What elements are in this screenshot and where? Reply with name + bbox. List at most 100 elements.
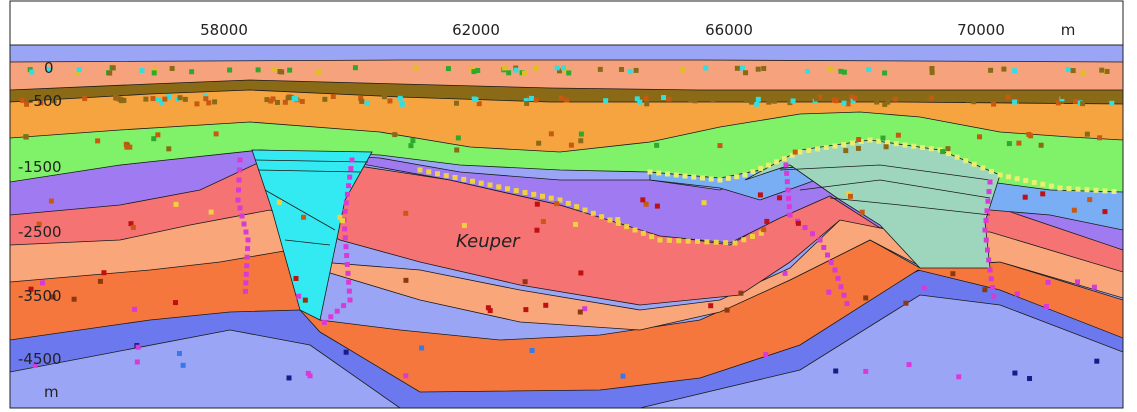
- fault-marker: [685, 238, 691, 244]
- fault-marker: [349, 157, 355, 163]
- well-marker: [743, 97, 749, 103]
- well-marker: [502, 65, 508, 71]
- y-tick-label: -4500: [18, 350, 62, 368]
- well-marker: [971, 99, 977, 105]
- well-marker: [169, 65, 175, 71]
- well-marker: [176, 351, 182, 357]
- well-marker: [882, 101, 888, 107]
- fault-marker: [243, 229, 249, 235]
- y-tick-label: -1500: [18, 158, 62, 176]
- fault-marker: [496, 184, 502, 190]
- fault-marker: [954, 154, 960, 160]
- fault-marker: [237, 205, 243, 211]
- well-marker: [279, 69, 285, 75]
- fault-marker: [342, 208, 348, 214]
- well-marker: [1091, 284, 1097, 290]
- fault-marker: [557, 197, 563, 203]
- fault-marker: [334, 308, 340, 314]
- well-marker: [359, 98, 365, 104]
- fault-marker: [599, 214, 605, 220]
- well-marker: [680, 67, 686, 73]
- well-marker: [521, 70, 527, 76]
- well-marker: [956, 374, 962, 380]
- well-marker: [557, 68, 563, 74]
- fault-marker: [548, 195, 554, 201]
- well-marker: [487, 308, 493, 314]
- well-marker: [945, 146, 951, 152]
- fault-marker: [666, 237, 672, 243]
- well-marker: [513, 67, 519, 73]
- well-marker: [1071, 207, 1077, 213]
- fault-marker: [784, 179, 790, 185]
- fault-marker: [783, 162, 789, 168]
- well-marker: [892, 96, 898, 102]
- fault-marker: [615, 220, 621, 226]
- well-marker: [850, 98, 856, 104]
- well-marker: [282, 99, 288, 105]
- well-marker: [554, 65, 560, 71]
- well-marker: [757, 192, 763, 198]
- well-marker: [50, 294, 56, 300]
- well-marker: [833, 368, 839, 374]
- fault-marker: [742, 172, 748, 178]
- well-marker: [403, 373, 409, 379]
- fault-marker: [435, 171, 440, 177]
- well-marker: [1012, 68, 1018, 74]
- well-marker: [522, 279, 528, 285]
- well-marker: [852, 95, 858, 101]
- fault-marker: [902, 142, 908, 148]
- well-marker: [568, 142, 574, 148]
- well-marker: [534, 201, 540, 207]
- well-marker: [227, 67, 233, 73]
- well-marker: [1097, 135, 1103, 141]
- well-marker: [1055, 100, 1061, 106]
- well-marker: [24, 101, 30, 107]
- well-marker: [792, 149, 798, 155]
- well-marker: [1040, 191, 1046, 197]
- well-marker: [272, 66, 278, 72]
- fault-marker: [328, 314, 334, 320]
- well-marker: [743, 70, 749, 76]
- fault-marker: [990, 285, 995, 290]
- well-marker: [403, 277, 409, 283]
- fault-marker: [867, 137, 873, 143]
- fault-marker: [656, 170, 662, 176]
- y-tick-label: 0: [44, 59, 54, 77]
- figure-frame: [9, 0, 1124, 409]
- keuper-label: Keuper: [456, 231, 521, 252]
- well-marker: [1060, 94, 1066, 100]
- well-marker: [124, 144, 130, 150]
- fault-marker: [828, 260, 834, 265]
- well-marker: [408, 143, 414, 149]
- well-marker: [268, 98, 274, 104]
- well-marker: [533, 97, 539, 103]
- well-marker: [578, 270, 584, 276]
- fault-marker: [988, 276, 994, 282]
- well-marker: [302, 297, 308, 303]
- well-marker: [787, 100, 793, 106]
- well-marker: [603, 98, 609, 104]
- well-marker: [152, 67, 158, 73]
- well-marker: [826, 289, 832, 295]
- well-marker: [643, 95, 649, 101]
- well-marker: [761, 66, 767, 72]
- well-marker: [46, 66, 52, 72]
- fault-marker: [987, 267, 993, 273]
- well-marker: [829, 67, 835, 73]
- well-marker: [637, 99, 643, 105]
- well-marker: [640, 197, 646, 203]
- well-marker: [771, 98, 777, 104]
- fault-marker: [649, 234, 655, 240]
- well-marker: [654, 203, 660, 209]
- well-marker: [734, 65, 740, 71]
- well-marker: [895, 132, 901, 138]
- well-marker: [855, 145, 861, 151]
- fault-marker: [344, 191, 350, 197]
- well-marker: [859, 209, 865, 215]
- well-marker: [577, 309, 583, 315]
- well-marker: [643, 201, 649, 207]
- fault-marker: [647, 169, 653, 175]
- fault-marker: [321, 319, 327, 325]
- well-marker: [1109, 100, 1115, 106]
- well-marker: [921, 285, 927, 291]
